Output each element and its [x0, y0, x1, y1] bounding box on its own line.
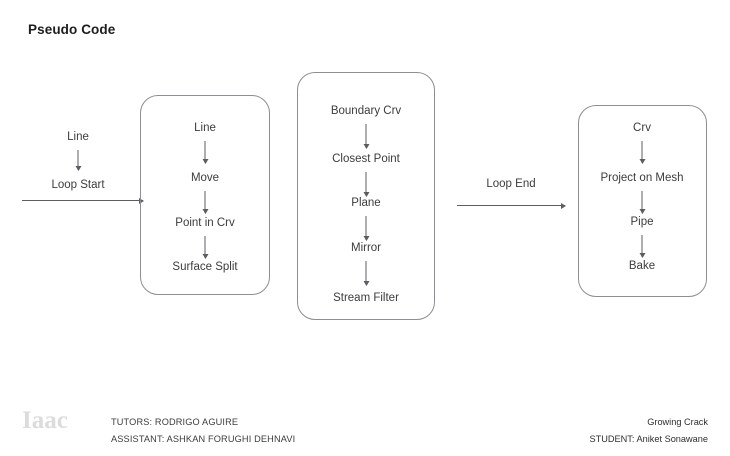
footer-project-title: Growing Crack [647, 417, 708, 427]
group-1-node-surface-split: Surface Split [172, 261, 238, 273]
group-2-node-mirror: Mirror [350, 242, 382, 254]
group-3-arrow-1 [641, 141, 643, 163]
group-1-arrow-1 [204, 141, 206, 163]
group-3-node-project-on-mesh: Project on Mesh [600, 172, 684, 184]
group-2-arrow-4 [365, 261, 367, 285]
group-2-arrow-2 [365, 172, 367, 196]
group-2-arrow-3 [365, 216, 367, 240]
group-1-node-move: Move [190, 172, 220, 184]
group-2-node-boundary-crv: Boundary Crv [330, 105, 402, 117]
group-3-arrow-2 [641, 191, 643, 213]
group-1-node-point-in-crv: Point in Crv [175, 217, 235, 229]
group-3-node-bake: Bake [628, 260, 656, 272]
group-1-arrow-2 [204, 191, 206, 213]
entry-node-line: Line [67, 131, 89, 143]
group-1-node-line: Line [194, 122, 216, 134]
footer-student-line: STUDENT: Aniket Sonawane [589, 434, 708, 444]
loop-end-label: Loop End [486, 178, 536, 190]
group-2-node-stream-filter: Stream Filter [333, 292, 399, 304]
group-3-node-pipe: Pipe [630, 216, 654, 228]
group-3-node-crv: Crv [633, 122, 651, 134]
group-box-3 [578, 105, 707, 297]
group-1-arrow-3 [204, 236, 206, 258]
entry-arrow-line-to-loop-start [77, 150, 79, 170]
group-2-arrow-1 [365, 124, 367, 148]
group-2-node-plane: Plane [351, 197, 381, 209]
page-title: Pseudo Code [28, 22, 116, 37]
entry-node-loop-start: Loop Start [51, 179, 105, 191]
footer-tutors-line: TUTORS: RODRIGO AGUIRE [111, 417, 239, 427]
loop-start-connector-arrow [22, 200, 143, 201]
group-box-2 [297, 72, 435, 320]
footer-assistant-line: ASSISTANT: ASHKAN FORUGHI DEHNAVI [111, 434, 296, 444]
group-box-1 [140, 95, 270, 295]
iaac-logo: Iaac [22, 407, 68, 434]
loop-end-connector-arrow [457, 205, 565, 206]
group-2-node-closest-point: Closest Point [332, 153, 400, 165]
group-3-arrow-3 [641, 235, 643, 257]
